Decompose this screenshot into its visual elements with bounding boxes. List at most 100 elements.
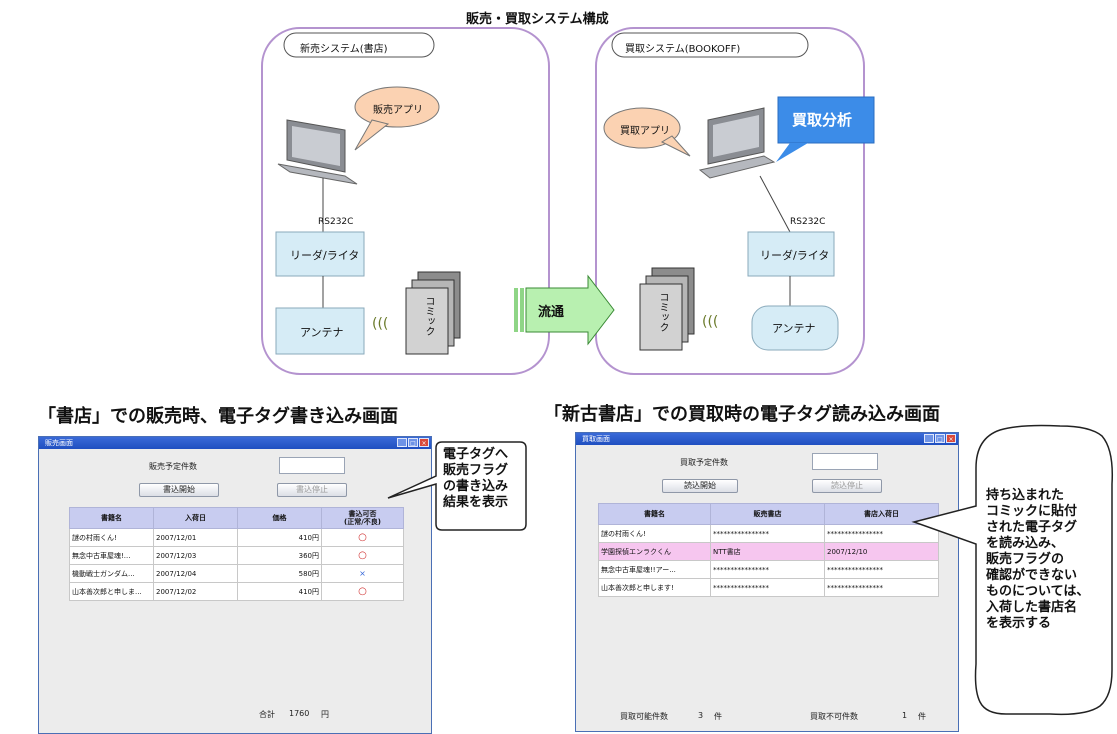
- book-title: 機動戦士ガンダム...: [69, 564, 154, 583]
- left-system-outline: [261, 27, 550, 375]
- price: 410円: [237, 582, 322, 601]
- right-analysis-box: [777, 96, 875, 144]
- sales-window-titlebar: 販売画面 _□×: [39, 437, 431, 449]
- column-header: 書込可否 (正常/不良): [321, 507, 404, 529]
- callout-line: 電子タグへ: [443, 447, 509, 462]
- callout-line: 確認ができない: [986, 568, 1078, 583]
- sales-store: NTT書店: [710, 542, 825, 561]
- total-value: 1760: [289, 709, 310, 718]
- maximize-button[interactable]: □: [408, 438, 418, 447]
- table-row[interactable]: 機動戦士ガンダム... 2007/12/04 580円 ×: [69, 564, 404, 583]
- right-waves: (((: [702, 314, 719, 330]
- callout-line: 結果を表示: [443, 495, 509, 510]
- table-row[interactable]: 謎の村雨くん! 2007/12/01 410円 ○: [69, 528, 404, 547]
- flow-label: 流通: [538, 305, 565, 320]
- arrival-date: 2007/12/01: [153, 528, 238, 547]
- right-system-outline: [595, 27, 865, 375]
- left-app-bubble-label: 販売アプリ: [373, 105, 423, 116]
- callout-line: ものについては、: [986, 584, 1090, 599]
- purchasable-count-unit: 件: [714, 712, 722, 721]
- purchase-table: 書籍名 販売書店 書店入荷日 謎の村雨くん! **************** …: [598, 503, 939, 597]
- maximize-button[interactable]: □: [935, 434, 945, 443]
- book-title: 山本善次郎と申しま...: [69, 582, 154, 601]
- purchase-count-input[interactable]: [812, 453, 878, 470]
- right-system-label-box: [611, 32, 809, 58]
- callout-line: 販売フラグ: [443, 463, 509, 478]
- right-analysis-label: 買取分析: [792, 111, 853, 129]
- close-button[interactable]: ×: [946, 434, 956, 443]
- left-reader-label: リーダ/ライタ: [290, 249, 360, 262]
- column-header: 販売書店: [710, 503, 825, 525]
- right-app-bubble: [603, 107, 681, 149]
- write-stop-button[interactable]: 書込停止: [277, 483, 347, 497]
- sales-store: ****************: [710, 560, 825, 579]
- book-title: 学園探偵エンラクくん: [598, 542, 711, 561]
- column-header: 入荷日: [153, 507, 238, 529]
- callout-line: を表示する: [986, 616, 1052, 631]
- flow-arrow: [514, 274, 615, 346]
- diagram-title: 販売・買取システム構成: [466, 12, 609, 27]
- sales-count-input[interactable]: [279, 457, 345, 474]
- right-callout-shape: [911, 424, 1114, 716]
- right-panel-heading: 「新古書店」での買取時の電子タグ読み込み画面: [544, 404, 940, 425]
- sales-store: ****************: [710, 524, 825, 543]
- table-row[interactable]: 山本善次郎と申しま... 2007/12/02 410円 ○: [69, 582, 404, 601]
- arrival-date: 2007/12/03: [153, 546, 238, 565]
- read-start-button[interactable]: 読込開始: [662, 479, 738, 493]
- close-button[interactable]: ×: [419, 438, 429, 447]
- column-header: 価格: [237, 507, 322, 529]
- book-title: 謎の村雨くん!: [598, 524, 711, 543]
- left-app-bubble: [354, 86, 440, 128]
- left-rs-label: RS232C: [318, 217, 354, 227]
- purchasable-count-label: 買取可能件数: [620, 712, 668, 721]
- minimize-button[interactable]: _: [924, 434, 934, 443]
- book-title: 山本善次郎と申します!: [598, 578, 711, 597]
- sales-store: ****************: [710, 578, 825, 597]
- left-laptop-icon: [277, 119, 358, 185]
- price: 410円: [237, 528, 322, 547]
- left-system-label-box: [283, 32, 435, 58]
- table-row[interactable]: 無念中古車屋魂!... 2007/12/03 360円 ○: [69, 546, 404, 565]
- callout-line: の書き込み: [443, 479, 509, 494]
- right-reader-label: リーダ/ライタ: [760, 249, 830, 262]
- right-antenna-box: [751, 305, 839, 351]
- sales-table: 書籍名 入荷日 価格 書込可否 (正常/不良) 謎の村雨くん! 2007/12/…: [69, 507, 404, 601]
- callout-line: 持ち込まれた: [986, 488, 1065, 503]
- table-row[interactable]: 学園探偵エンラクくん NTT書店 2007/12/10: [598, 542, 939, 561]
- left-waves: (((: [372, 316, 389, 332]
- purchase-count-label: 買取予定件数: [680, 458, 728, 467]
- purchasable-count-value: 3: [698, 711, 704, 720]
- total-label: 合計: [259, 710, 275, 719]
- right-callout-text: 持ち込まれた コミックに貼付 された電子タグ を読み込み、 販売フラグの 確認が…: [986, 488, 1089, 632]
- callout-line: 販売フラグの: [986, 552, 1065, 567]
- table-row[interactable]: 謎の村雨くん! **************** ***************…: [598, 524, 939, 543]
- sales-count-label: 販売予定件数: [149, 462, 197, 471]
- read-stop-button[interactable]: 読込停止: [812, 479, 882, 493]
- nonpurchasable-count-value: 1: [902, 711, 908, 720]
- write-result: ○: [321, 582, 404, 601]
- left-antenna-label: アンテナ: [300, 326, 344, 339]
- right-laptop-icon: [698, 107, 776, 179]
- minimize-button[interactable]: _: [397, 438, 407, 447]
- write-start-button[interactable]: 書込開始: [139, 483, 219, 497]
- write-result: ○: [321, 546, 404, 565]
- column-header: 書籍名: [69, 507, 154, 529]
- table-row[interactable]: 無念中古車屋魂!!アー... **************** ********…: [598, 560, 939, 579]
- arrival-date: 2007/12/04: [153, 564, 238, 583]
- right-rs-label: RS232C: [790, 217, 826, 227]
- book-title: 謎の村雨くん!: [69, 528, 154, 547]
- left-callout-text: 電子タグへ 販売フラグ の書き込み 結果を表示: [443, 447, 508, 511]
- right-reader-box: [747, 231, 835, 277]
- right-app-bubble-tail: [660, 135, 691, 157]
- left-antenna-box: [275, 307, 365, 355]
- left-comic-stack-icon: [405, 271, 461, 355]
- table-row[interactable]: 山本善次郎と申します! **************** ***********…: [598, 578, 939, 597]
- purchase-window-titlebar: 買取画面 _□×: [576, 433, 958, 445]
- left-panel-heading: 「書店」での販売時、電子タグ書き込み画面: [38, 406, 398, 427]
- book-title: 無念中古車屋魂!!アー...: [598, 560, 711, 579]
- sales-window-title: 販売画面: [45, 439, 73, 447]
- left-system-label: 新売システム(書店): [300, 44, 388, 55]
- left-comic-label: コミック: [423, 296, 434, 336]
- right-comic-label: コミック: [657, 292, 668, 332]
- write-result: ×: [321, 564, 404, 583]
